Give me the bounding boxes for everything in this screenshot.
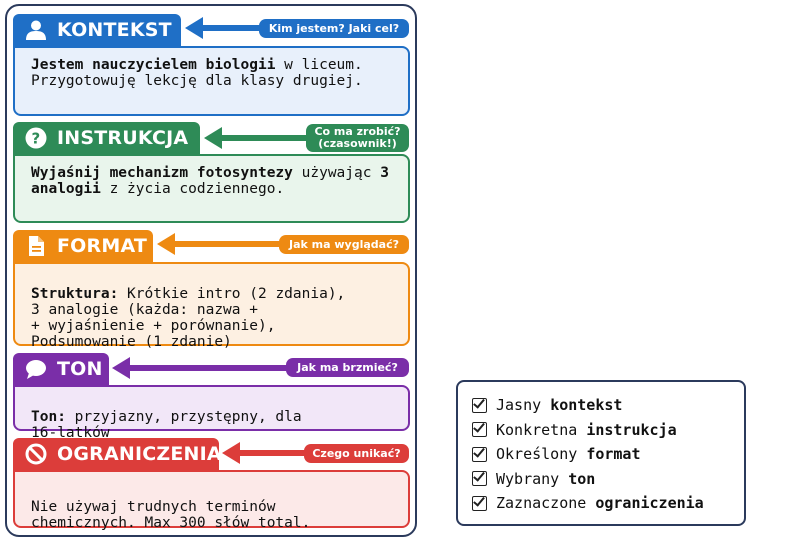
checkbox-checked-icon [472, 422, 487, 438]
instrukcja-question-badge: Co ma zrobić? (czasownik!) [306, 124, 409, 152]
kontekst-question-badge: Kim jestem? Jaki cel? [259, 19, 409, 38]
kontekst-title: KONTEKST [57, 19, 172, 41]
svg-text:?: ? [32, 130, 41, 148]
format-tab: FORMAT [13, 230, 153, 262]
ograniczenia-title: OGRANICZENIA [57, 443, 222, 465]
format-question-badge: Jak ma wyglądać? [279, 235, 409, 254]
ton-question-badge: Jak ma brzmieć? [286, 358, 409, 377]
checklist-item-kontekst: Jasny kontekst [472, 393, 744, 418]
kontekst-content: Jestem nauczycielem biologii w liceum. P… [13, 46, 410, 116]
document-icon [25, 235, 47, 257]
checkbox-checked-icon [472, 495, 487, 511]
section-kontekst: KONTEKST Jestem nauczycielem biologii w … [13, 14, 410, 116]
ograniczenia-question-badge: Czego unikać? [304, 444, 409, 463]
instrukcja-arrow [204, 127, 312, 149]
kontekst-arrow [185, 17, 265, 39]
checklist-item-instrukcja: Konkretna instrukcja [472, 418, 744, 443]
checkbox-checked-icon [472, 446, 487, 462]
format-content: Struktura: Krótkie intro (2 zdania), 3 a… [13, 262, 410, 350]
ograniczenia-content: Nie używaj trudnych terminów chemicznych… [13, 470, 410, 531]
prohibited-icon [25, 443, 47, 465]
format-arrow [157, 233, 285, 255]
ograniczenia-tab: OGRANICZENIA [13, 438, 222, 470]
checkbox-checked-icon [472, 397, 487, 413]
ton-title: TON [57, 358, 103, 380]
section-ograniczenia: OGRANICZENIA Nie używaj trudnych terminó… [13, 438, 410, 531]
section-ton: TON Ton: przyjazny, przystępny, dla 16-l… [13, 353, 410, 441]
section-format: FORMAT Struktura: Krótkie intro (2 zdani… [13, 230, 410, 350]
question-icon: ? [25, 127, 47, 149]
section-instrukcja: ? INSTRUKCJA Wyjaśnij mechanizm fotosynt… [13, 122, 410, 223]
format-title: FORMAT [57, 235, 148, 257]
checklist-box: Jasny kontekst Konkretna instrukcja Okre… [456, 380, 746, 526]
kontekst-tab: KONTEKST [13, 14, 181, 46]
checklist-item-ton: Wybrany ton [472, 467, 744, 492]
speech-bubble-icon [25, 358, 47, 380]
checklist-item-format: Określony format [472, 442, 744, 467]
person-icon [25, 19, 47, 41]
prompt-frame [5, 4, 417, 537]
instrukcja-tab: ? INSTRUKCJA [13, 122, 200, 154]
ton-arrow [112, 357, 292, 379]
checklist-item-ograniczenia: Zaznaczone ograniczenia [472, 491, 744, 516]
instrukcja-content: Wyjaśnij mechanizm fotosyntezy używając … [13, 154, 410, 223]
ton-content: Ton: przyjazny, przystępny, dla 16-latkó… [13, 385, 410, 441]
checkbox-checked-icon [472, 471, 487, 487]
ograniczenia-arrow [222, 442, 310, 464]
instrukcja-title: INSTRUKCJA [57, 127, 189, 149]
ton-tab: TON [13, 353, 109, 385]
